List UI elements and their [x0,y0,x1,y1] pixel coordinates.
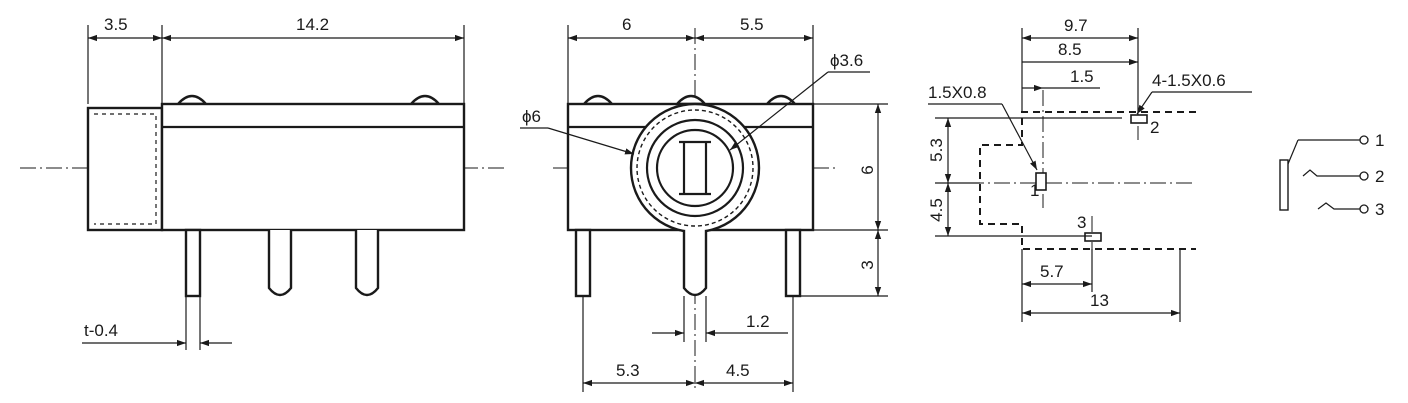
side-dim-front-label: 3.5 [104,15,128,34]
side-pin-2 [267,230,293,297]
side-pin-1 [184,228,202,298]
side-barrel [86,106,164,232]
footprint-dim-pad-small: 1.5X0.8 [928,83,987,102]
schematic-contact-2 [1302,169,1360,177]
front-dim-pin-length-label: 3 [858,260,877,269]
footprint-outline [979,111,1196,250]
schematic-sleeve [1279,159,1289,211]
footprint-dim-57: 5.7 [1040,262,1064,281]
schematic-pin-1: 1 [1375,131,1384,150]
front-pin-left [574,228,592,298]
schematic-pin-2: 2 [1375,167,1384,186]
schematic-symbol: 1 2 3 [1279,131,1384,219]
schematic-pin-3: 3 [1375,200,1384,219]
footprint-view: 1 2 3 9.7 8.5 1.5 1.5X0.8 4-1.5X0.6 5.3 … [927,16,1252,322]
side-dim-body-label: 14.2 [296,15,329,34]
pad-2-label: 2 [1150,118,1159,137]
side-body [160,102,466,232]
schematic-terminal-1 [1359,135,1369,145]
front-leader-outer [547,127,635,155]
side-dim-thickness-label: t-0.4 [84,321,118,340]
front-dim-left-label: 6 [622,15,631,34]
pad-3-label: 3 [1077,213,1086,232]
front-dim-outer-dia: ϕ6 [522,107,541,126]
footprint-dim-53: 5.3 [927,138,946,162]
front-dim-pin-left-label: 5.3 [616,361,640,380]
side-view: 3.5 14.2 t-0.4 [20,15,505,350]
front-dim-right-label: 5.5 [740,15,764,34]
footprint-dim-15: 1.5 [1070,67,1094,86]
footprint-dim-97: 9.7 [1064,16,1088,35]
pad-1-label: 1 [1030,181,1039,200]
schematic-terminal-3 [1359,204,1369,214]
jack-hole [655,128,735,208]
front-dim-pin-right-label: 4.5 [726,361,750,380]
pad-2 [1130,114,1148,124]
schematic-terminal-2 [1359,171,1369,181]
side-pin-3 [354,230,380,297]
front-dim-inner-dia: ϕ3.6 [830,51,863,70]
footprint-dim-13: 13 [1090,291,1109,310]
jack-inner-ring [645,118,745,218]
schematic-contact-3 [1317,202,1360,210]
pad-3 [1084,232,1102,242]
front-pin-center [682,230,708,297]
front-dim-height-label: 6 [858,165,877,174]
front-pin-right [784,228,802,298]
footprint-dim-85: 8.5 [1058,40,1082,59]
jack-outer-ring [629,102,761,234]
front-view: 6 5.5 ϕ6 ϕ3.6 6 3 1.2 5.3 4.5 [520,15,888,392]
pad-1 [1035,172,1047,191]
front-dim-pin-width-label: 1.2 [746,312,770,331]
footprint-dim-pads-four: 4-1.5X0.6 [1152,71,1226,90]
footprint-dim-45: 4.5 [927,198,946,222]
front-leader-inner [729,71,829,151]
side-barrel-thread [94,113,157,225]
